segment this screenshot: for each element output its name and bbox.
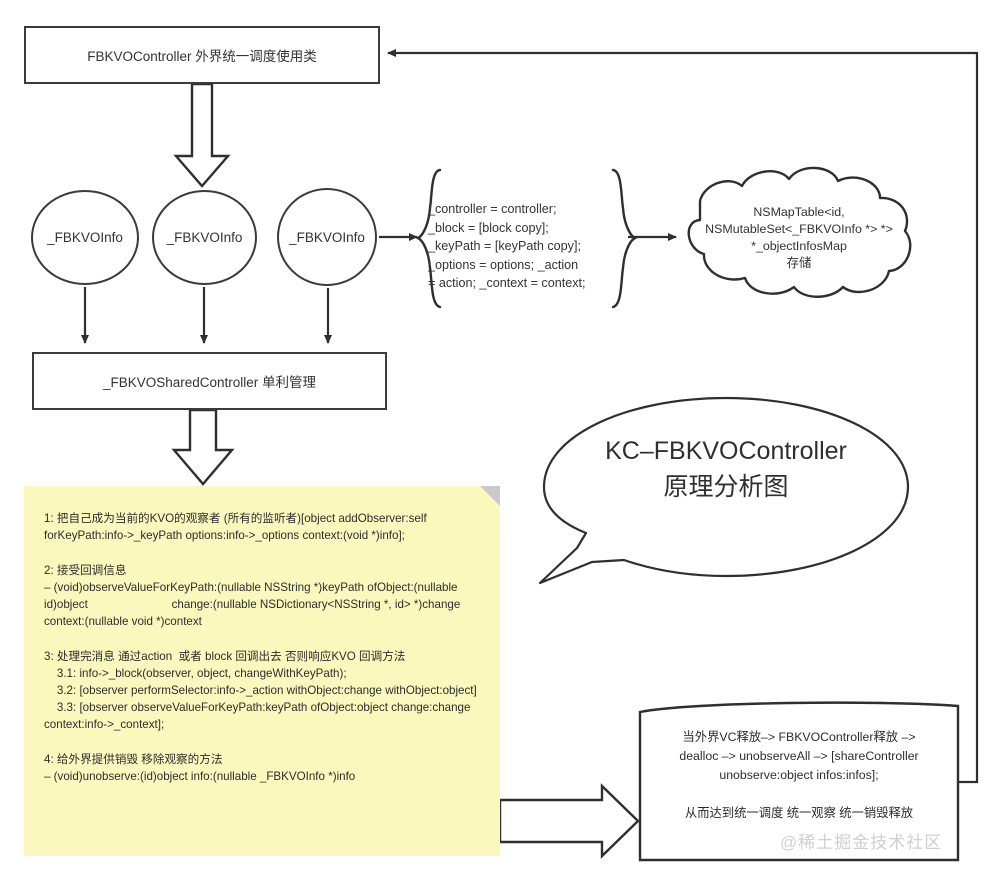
- fbkvoinfo-circle-2[interactable]: _FBKVOInfo: [152, 190, 257, 285]
- dealloc-flow-text: 当外界VC释放–> FBKVOController释放 –> dealloc –…: [679, 730, 919, 820]
- title-speech-bubble: KC–FBKVOController 原理分析图: [536, 395, 916, 580]
- fbkvoinfo-circle-3[interactable]: _FBKVOInfo: [277, 188, 377, 286]
- dealloc-box-shape: [638, 701, 960, 862]
- fbkvoinfo-circle-3-label: _FBKVOInfo: [289, 229, 365, 245]
- dealloc-flow-box[interactable]: 当外界VC释放–> FBKVOController释放 –> dealloc –…: [638, 702, 960, 860]
- feedback-loop-line: [387, 49, 979, 784]
- fbkvocontroller-box[interactable]: FBKVOController 外界统一调度使用类: [24, 26, 380, 84]
- fbkvoinfo-init-code-block: _controller = controller; _block = [bloc…: [420, 168, 635, 313]
- kvo-steps-note: 1: 把自己成为当前的KVO的观察者 (所有的监听者)[object addOb…: [24, 486, 500, 856]
- speech-bubble-shape: [538, 396, 910, 585]
- block-arrow-top-to-circles: [173, 82, 231, 188]
- fbkvoinfo-circle-1-label: _FBKVOInfo: [47, 230, 123, 245]
- fbkvoinfo-circle-2-label: _FBKVOInfo: [166, 230, 243, 245]
- kvo-steps-note-text: 1: 把自己成为当前的KVO的观察者 (所有的监听者)[object addOb…: [44, 512, 477, 784]
- fbkvocontroller-box-label: FBKVOController 外界统一调度使用类: [87, 49, 317, 64]
- right-curly-brace: [611, 168, 638, 309]
- fbkvosharedcontroller-box[interactable]: _FBKVOSharedController 单利管理: [32, 352, 387, 410]
- objectinfosmap-cloud-label: NSMapTable<id, NSMutableSet<_FBKVOInfo *…: [705, 205, 893, 270]
- note-folded-corner-icon: [480, 486, 500, 506]
- cloud-shape: [687, 166, 912, 298]
- fbkvoinfo-circle-1[interactable]: _FBKVOInfo: [31, 190, 139, 285]
- objectinfosmap-cloud[interactable]: NSMapTable<id, NSMutableSet<_FBKVOInfo *…: [668, 182, 930, 296]
- fbkvoinfo-init-code-text: _controller = controller; _block = [bloc…: [428, 202, 586, 290]
- block-arrow-shared-to-note: [171, 408, 235, 486]
- watermark-label: @稀土掘金技术社区: [780, 833, 943, 852]
- block-arrow-note-to-dealloc: [498, 783, 640, 859]
- left-curly-brace: [415, 168, 442, 309]
- fbkvosharedcontroller-box-label: _FBKVOSharedController 单利管理: [102, 375, 317, 390]
- title-speech-bubble-label: KC–FBKVOController 原理分析图: [605, 437, 847, 501]
